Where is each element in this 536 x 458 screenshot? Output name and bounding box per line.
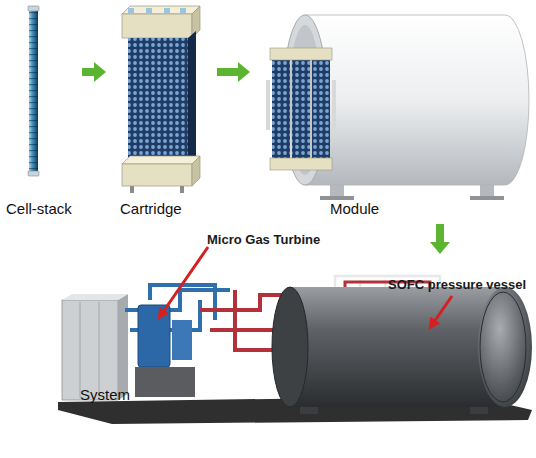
flow-arrow [217,62,250,82]
stage-caption: System [80,386,130,403]
stage-caption: Cartridge [120,200,182,217]
leader-arrow [434,296,452,322]
flow-arrow [82,62,106,82]
module-illustration [266,15,529,200]
arrow-head [94,62,106,82]
leader-arrow [163,247,208,312]
stage-box: Cell-stack [2,5,78,220]
cartridge-illustration [122,6,200,193]
arrow-head [430,242,450,254]
arrow-shaft [217,68,239,76]
stage-box: Module [262,5,532,220]
system-illustration [58,247,532,424]
cell-stack-illustration [28,6,39,176]
arrow-head [238,62,250,82]
callout-label: SOFC pressure vessel [388,277,526,292]
stage-box: Cartridge [110,5,205,220]
arrow-shaft [436,224,444,243]
stage-caption: Module [330,200,379,217]
arrow-shaft [82,68,95,76]
stage-caption: Cell-stack [6,200,72,217]
flow-arrow [430,224,450,254]
callout-label: Micro Gas Turbine [207,232,320,247]
